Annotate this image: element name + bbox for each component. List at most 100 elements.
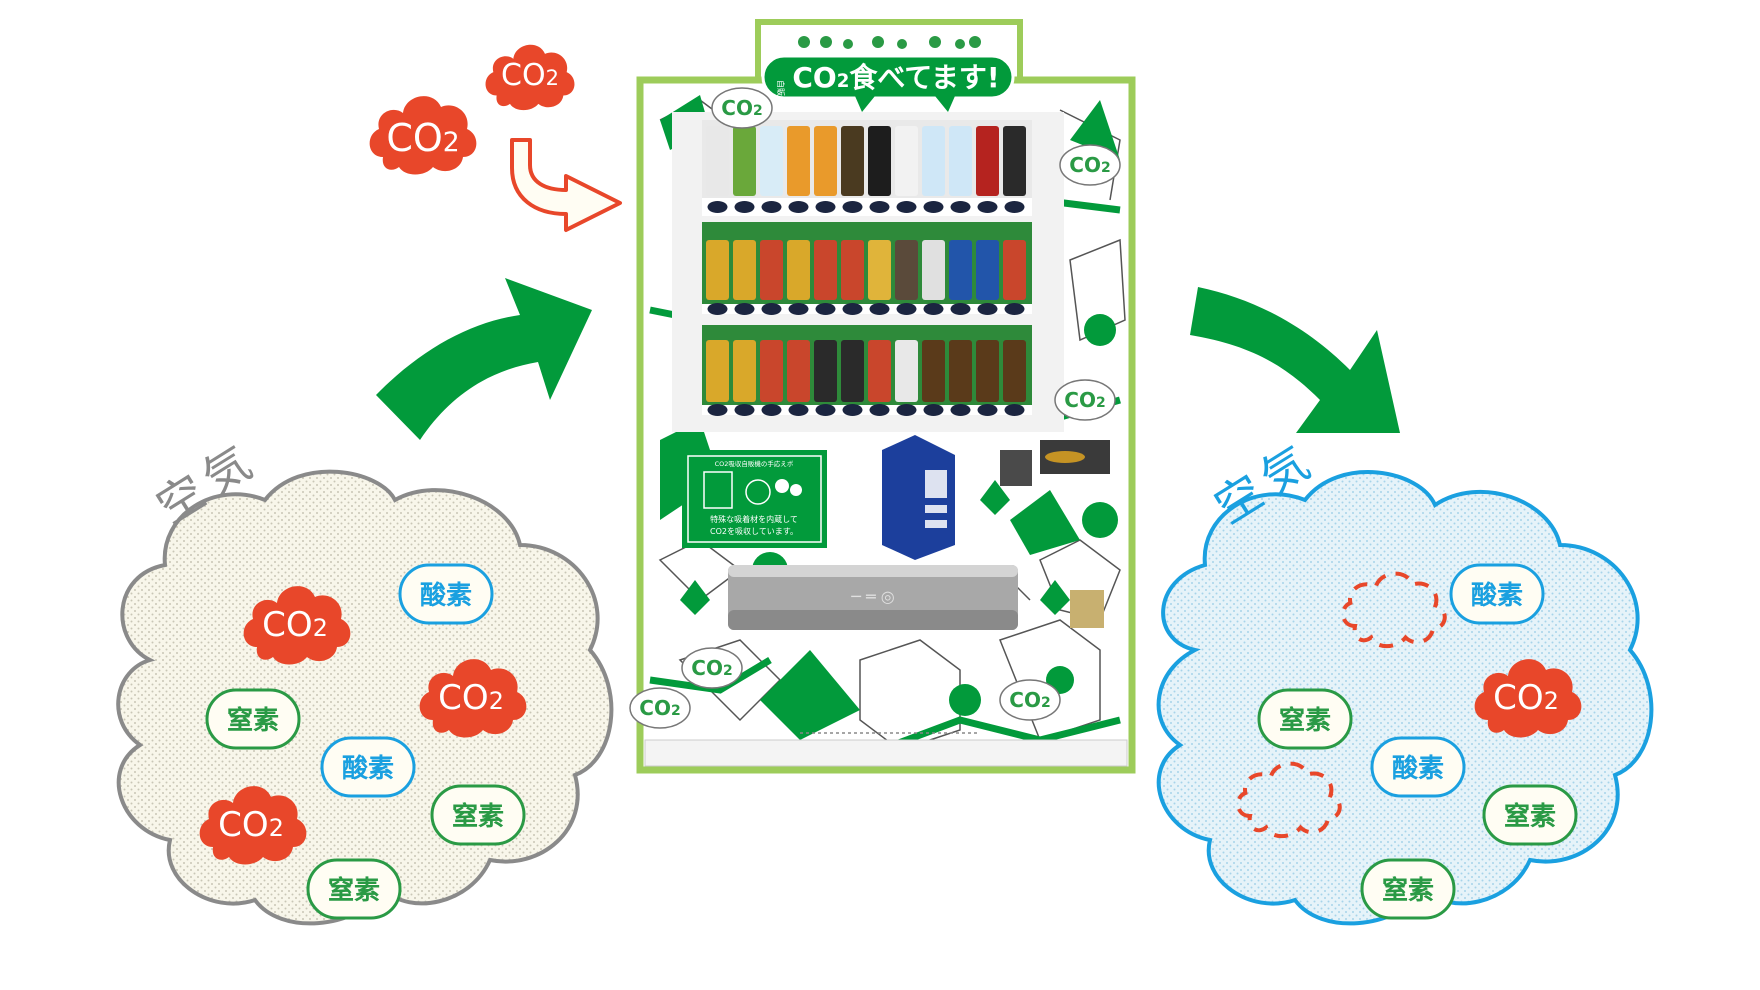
selection-button[interactable] <box>842 201 863 213</box>
selection-button[interactable] <box>815 303 836 315</box>
selection-button[interactable] <box>761 404 782 416</box>
product-item <box>760 126 783 196</box>
wrap-co2-bubble <box>711 87 773 129</box>
product-item <box>868 240 891 300</box>
selection-button[interactable] <box>950 303 971 315</box>
product-item <box>895 126 918 196</box>
product-item <box>868 126 891 196</box>
input-nitrogen-molecule: 窒素 <box>430 784 526 846</box>
product-item <box>895 340 918 402</box>
selection-button[interactable] <box>977 404 998 416</box>
product-item <box>733 126 756 196</box>
selection-button[interactable] <box>923 201 944 213</box>
selection-button[interactable] <box>707 404 728 416</box>
nitrogen-label: 窒素 <box>227 705 279 736</box>
selection-button[interactable] <box>977 303 998 315</box>
output-co2-molecule: CO2 <box>1474 659 1582 738</box>
product-item <box>814 126 837 196</box>
selection-button[interactable] <box>734 303 755 315</box>
selection-button[interactable] <box>1004 303 1025 315</box>
input-co2-molecule: CO2 <box>243 586 351 665</box>
absorbed-co2-molecule: CO2 <box>485 44 575 111</box>
oxygen-label: 酸素 <box>342 754 394 784</box>
oxygen-label: 酸素 <box>1471 581 1523 611</box>
selection-button[interactable] <box>734 201 755 213</box>
selection-button[interactable] <box>896 201 917 213</box>
product-item <box>814 240 837 300</box>
selection-button[interactable] <box>950 201 971 213</box>
nitrogen-label: 窒素 <box>1279 705 1331 736</box>
panel-heading: CO2吸収自販機の手応えボ <box>715 459 794 468</box>
product-item <box>976 126 999 196</box>
nitrogen-label: 窒素 <box>1382 875 1434 906</box>
output-nitrogen-molecule: 窒素 <box>1482 784 1578 846</box>
selection-button[interactable] <box>788 303 809 315</box>
selection-button[interactable] <box>842 404 863 416</box>
selection-button[interactable] <box>869 201 890 213</box>
payment-unit <box>882 435 955 560</box>
selection-button[interactable] <box>896 303 917 315</box>
selection-button[interactable] <box>734 404 755 416</box>
wrap-co2-bubble <box>681 647 743 689</box>
selection-button[interactable] <box>788 201 809 213</box>
product-item <box>841 340 864 402</box>
selection-button[interactable] <box>1004 404 1025 416</box>
svg-text:─ ═ ◎: ─ ═ ◎ <box>850 587 894 606</box>
product-item <box>922 126 945 196</box>
product-item <box>787 126 810 196</box>
selection-button[interactable] <box>923 303 944 315</box>
input-nitrogen-molecule: 窒素 <box>205 688 301 750</box>
product-item <box>949 340 972 402</box>
input-oxygen-molecule: 酸素 <box>320 736 416 798</box>
selection-button[interactable] <box>761 303 782 315</box>
oxygen-label: 酸素 <box>420 581 472 611</box>
selection-button[interactable] <box>869 303 890 315</box>
product-item <box>868 340 891 402</box>
output-nitrogen-molecule: 窒素 <box>1360 858 1456 920</box>
selection-button[interactable] <box>761 201 782 213</box>
product-dispenser: ─ ═ ◎ <box>728 565 1018 630</box>
selection-button[interactable] <box>1004 201 1025 213</box>
wrap-co2-bubble <box>629 687 691 729</box>
product-item <box>787 240 810 300</box>
panel-text: 特殊な吸着材を内蔵して <box>710 514 798 524</box>
product-item <box>922 240 945 300</box>
machine-icon <box>703 471 733 509</box>
nitrogen-label: 窒素 <box>328 875 380 906</box>
selection-button[interactable] <box>815 201 836 213</box>
info-panel: CO2吸収自販機の手応えボ 特殊な吸着材を内蔵して CO2を吸収しています。 <box>682 450 827 548</box>
product-item <box>949 240 972 300</box>
coin-slot <box>1000 440 1110 628</box>
intake-arrow-icon <box>376 278 592 440</box>
removed-co2-outline <box>1341 571 1447 649</box>
selection-button[interactable] <box>869 404 890 416</box>
cloud-icon <box>775 479 789 493</box>
outflow-arrow-icon <box>1190 287 1400 433</box>
absorb-arrow-icon <box>510 138 622 232</box>
input-co2-molecule: CO2 <box>199 786 307 865</box>
vending-machine: 自販機で CO2食べてます! CO2吸収自販機の手応えボ 特殊な吸着材を内蔵して… <box>629 19 1136 774</box>
selection-button[interactable] <box>896 404 917 416</box>
selection-button[interactable] <box>707 201 728 213</box>
product-item <box>706 340 729 402</box>
product-item <box>976 240 999 300</box>
selection-button[interactable] <box>923 404 944 416</box>
product-item <box>733 340 756 402</box>
wrap-co2-bubble <box>1059 144 1121 186</box>
product-item <box>760 340 783 402</box>
product-item <box>1003 340 1026 402</box>
oxygen-label: 酸素 <box>1392 754 1444 784</box>
selection-button[interactable] <box>788 404 809 416</box>
selection-button[interactable] <box>977 201 998 213</box>
wrap-co2-label: CO2 <box>721 96 762 120</box>
co2-eating-sign: 自販機で CO2食べてます! <box>761 54 1015 112</box>
nitrogen-label: 窒素 <box>1504 801 1556 832</box>
selection-button[interactable] <box>950 404 971 416</box>
selection-button[interactable] <box>815 404 836 416</box>
co2-label: CO2 <box>386 116 459 160</box>
output-oxygen-molecule: 酸素 <box>1370 736 1466 798</box>
output-oxygen-molecule: 酸素 <box>1449 563 1545 625</box>
selection-button[interactable] <box>707 303 728 315</box>
selection-button[interactable] <box>842 303 863 315</box>
